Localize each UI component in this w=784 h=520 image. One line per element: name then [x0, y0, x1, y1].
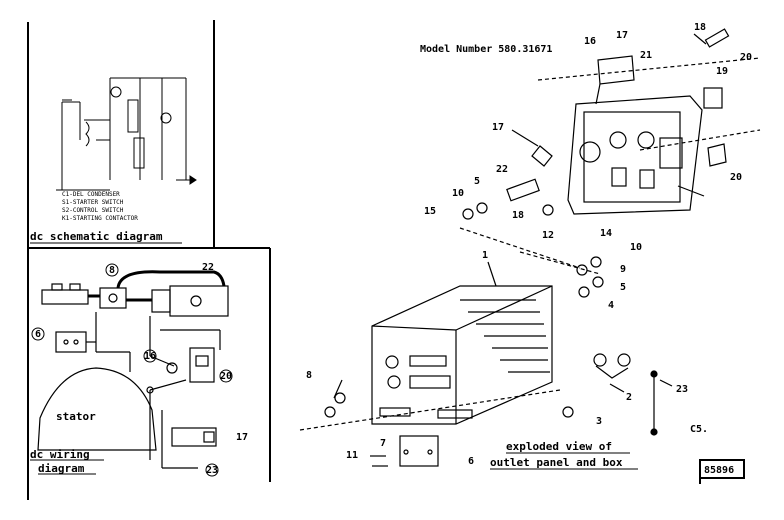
callout-number: 18 — [512, 210, 524, 221]
callout-number: 16 — [584, 36, 596, 47]
callout-number: 19 — [716, 66, 728, 77]
schematic-legend: C1-DEL CONDENSER S1-STARTER SWITCH S2-CO… — [62, 191, 138, 222]
stator-label: stator — [56, 410, 96, 423]
exploded-title-line1: exploded view of — [506, 440, 612, 453]
callout-number: 7 — [380, 438, 386, 449]
callout-number: 12 — [542, 230, 554, 241]
callout-number: 10 — [452, 188, 464, 199]
callout-number: 2 — [626, 392, 632, 403]
left-frame — [27, 20, 271, 500]
legend-line: C1-DEL CONDENSER — [62, 191, 120, 198]
callout-number: 8 — [306, 370, 312, 381]
callout-number: 5 — [620, 282, 626, 293]
exploded-title-line2: outlet panel and box — [490, 456, 623, 469]
callout-number: 16 — [144, 351, 156, 362]
callout-number: 18 — [694, 22, 706, 33]
callout-number: 8 — [109, 265, 115, 276]
dc-wiring — [37, 270, 229, 469]
callout-number: 9 — [620, 264, 626, 275]
callout-number: 1 — [482, 250, 488, 261]
callout-number: 17 — [492, 122, 504, 133]
callout-number: 4 — [608, 300, 614, 311]
callout-number: 23 — [206, 465, 218, 476]
callout-number: 21 — [640, 50, 652, 61]
callout-number: 6 — [35, 329, 41, 340]
callout-number: 20 — [730, 172, 742, 183]
callout-number: 22 — [496, 164, 508, 175]
wiring-title-line2: diagram — [38, 462, 85, 475]
legend-line: S2-CONTROL SWITCH — [62, 207, 124, 214]
wiring-title-line1: dc wiring — [30, 448, 90, 461]
callout-number: 22 — [202, 262, 214, 273]
model-number-label: Model Number 580.31671 — [420, 44, 552, 55]
callout-number: 17 — [236, 432, 248, 443]
dc-schematic — [56, 77, 197, 191]
callout-number: 6 — [468, 456, 474, 467]
callout-number: 14 — [600, 228, 612, 239]
callout-number: 20 — [220, 371, 232, 382]
wiring-callouts: 8 22 6 16 20 17 23 — [31, 262, 248, 477]
schematic-title: dc schematic diagram — [30, 230, 163, 243]
diagram-number: 85896 — [704, 465, 734, 476]
legend-line: S1-STARTER SWITCH — [62, 199, 124, 206]
legend-line: K1-STARTING CONTACTOR — [62, 215, 138, 222]
callout-number: 17 — [616, 30, 628, 41]
callout-number: 10 — [630, 242, 642, 253]
callout-number: 15 — [424, 206, 436, 217]
exploded-callouts: 16 17 18 20 21 19 20 17 22 5 10 15 18 1 … — [306, 22, 752, 467]
callout-number: 3 — [596, 416, 602, 427]
page-code: C5. — [690, 424, 708, 435]
callout-number: 5 — [474, 176, 480, 187]
exploded-view — [299, 28, 761, 467]
callout-number: 11 — [346, 450, 358, 461]
diagram-number-box: 85896 — [699, 459, 745, 484]
callout-number: 20 — [740, 52, 752, 63]
callout-number: 23 — [676, 384, 688, 395]
